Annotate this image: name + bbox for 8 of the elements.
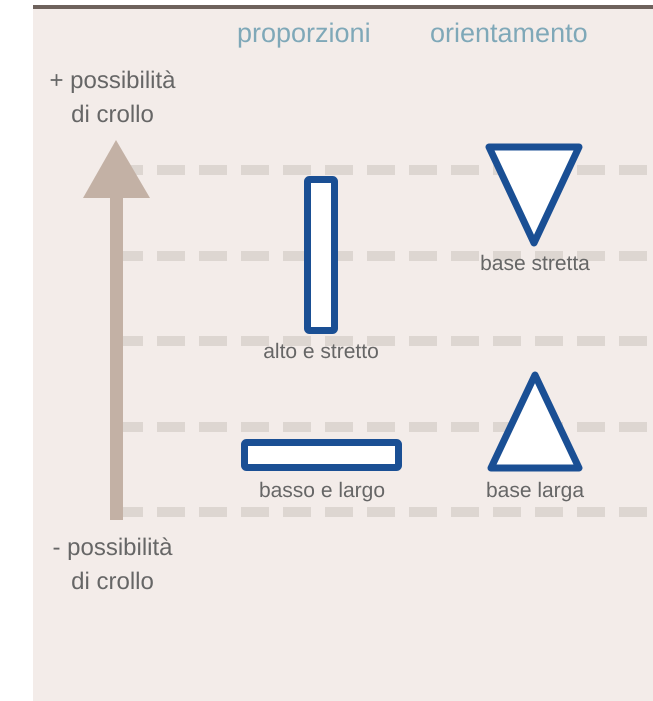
shape-caption: base larga: [486, 479, 584, 503]
shape-caption: base stretta: [480, 252, 590, 276]
shape-caption: alto e stretto: [263, 340, 379, 364]
axis-label: - possibilità di crollo: [51, 533, 174, 597]
shape-caption: basso e largo: [258, 479, 386, 503]
column-heading: orientamento: [430, 18, 588, 49]
axis-label: + possibilità di crollo: [48, 66, 177, 130]
column-heading: proporzioni: [237, 18, 371, 49]
